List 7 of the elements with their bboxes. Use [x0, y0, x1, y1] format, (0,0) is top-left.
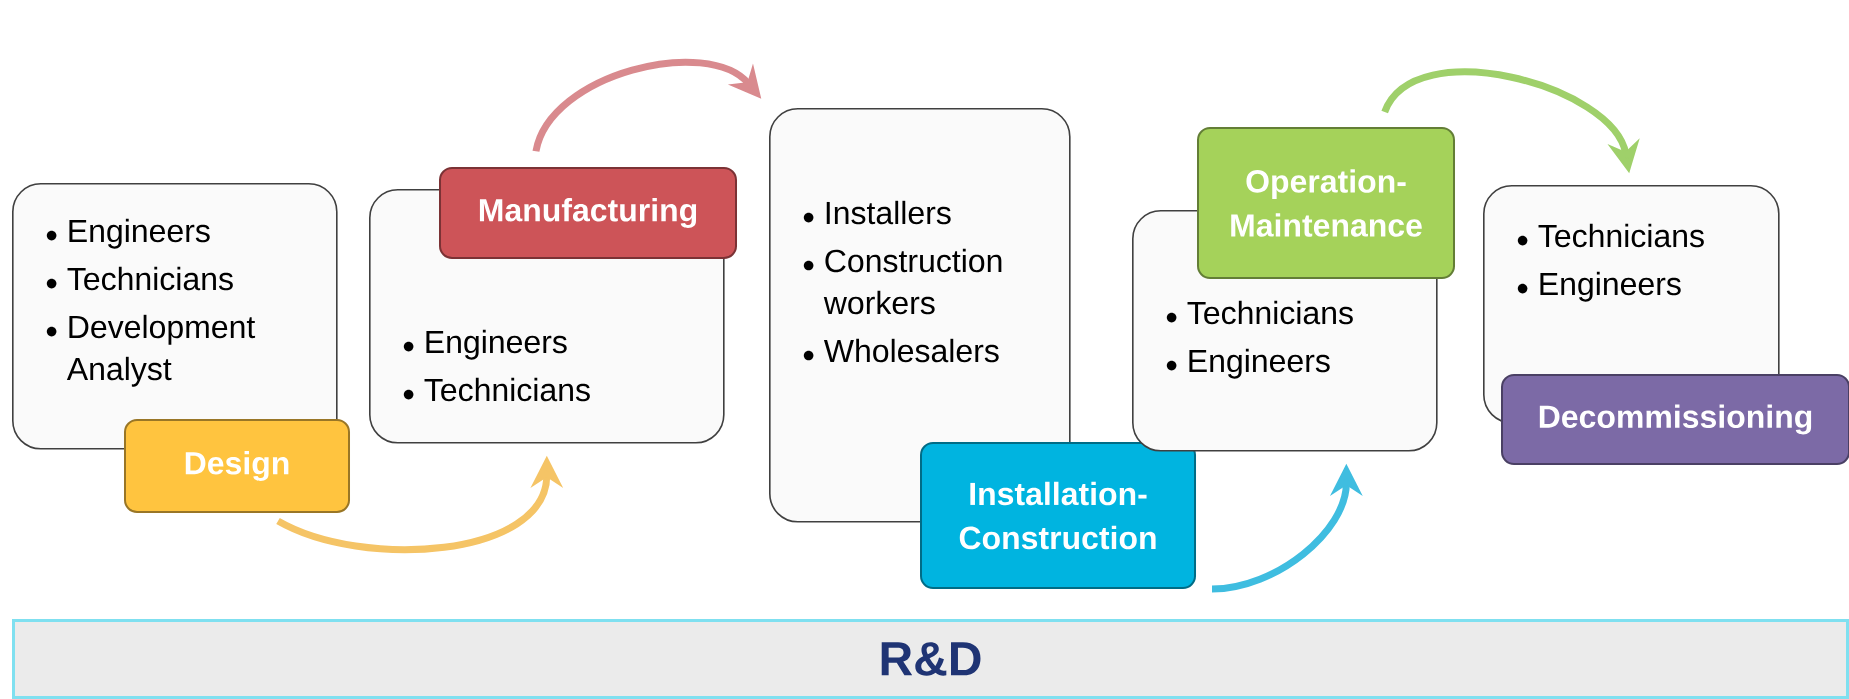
stage-label: Design	[124, 419, 350, 513]
stage-label: Operation-Maintenance	[1197, 127, 1455, 279]
band: R&D	[12, 619, 1849, 699]
stage-label: Manufacturing	[439, 167, 737, 259]
list-box: Engineers Technicians Development Analyst	[12, 183, 338, 450]
stage-label: Installation-Construction	[920, 442, 1196, 589]
stage-label: Decommissioning	[1501, 374, 1849, 465]
